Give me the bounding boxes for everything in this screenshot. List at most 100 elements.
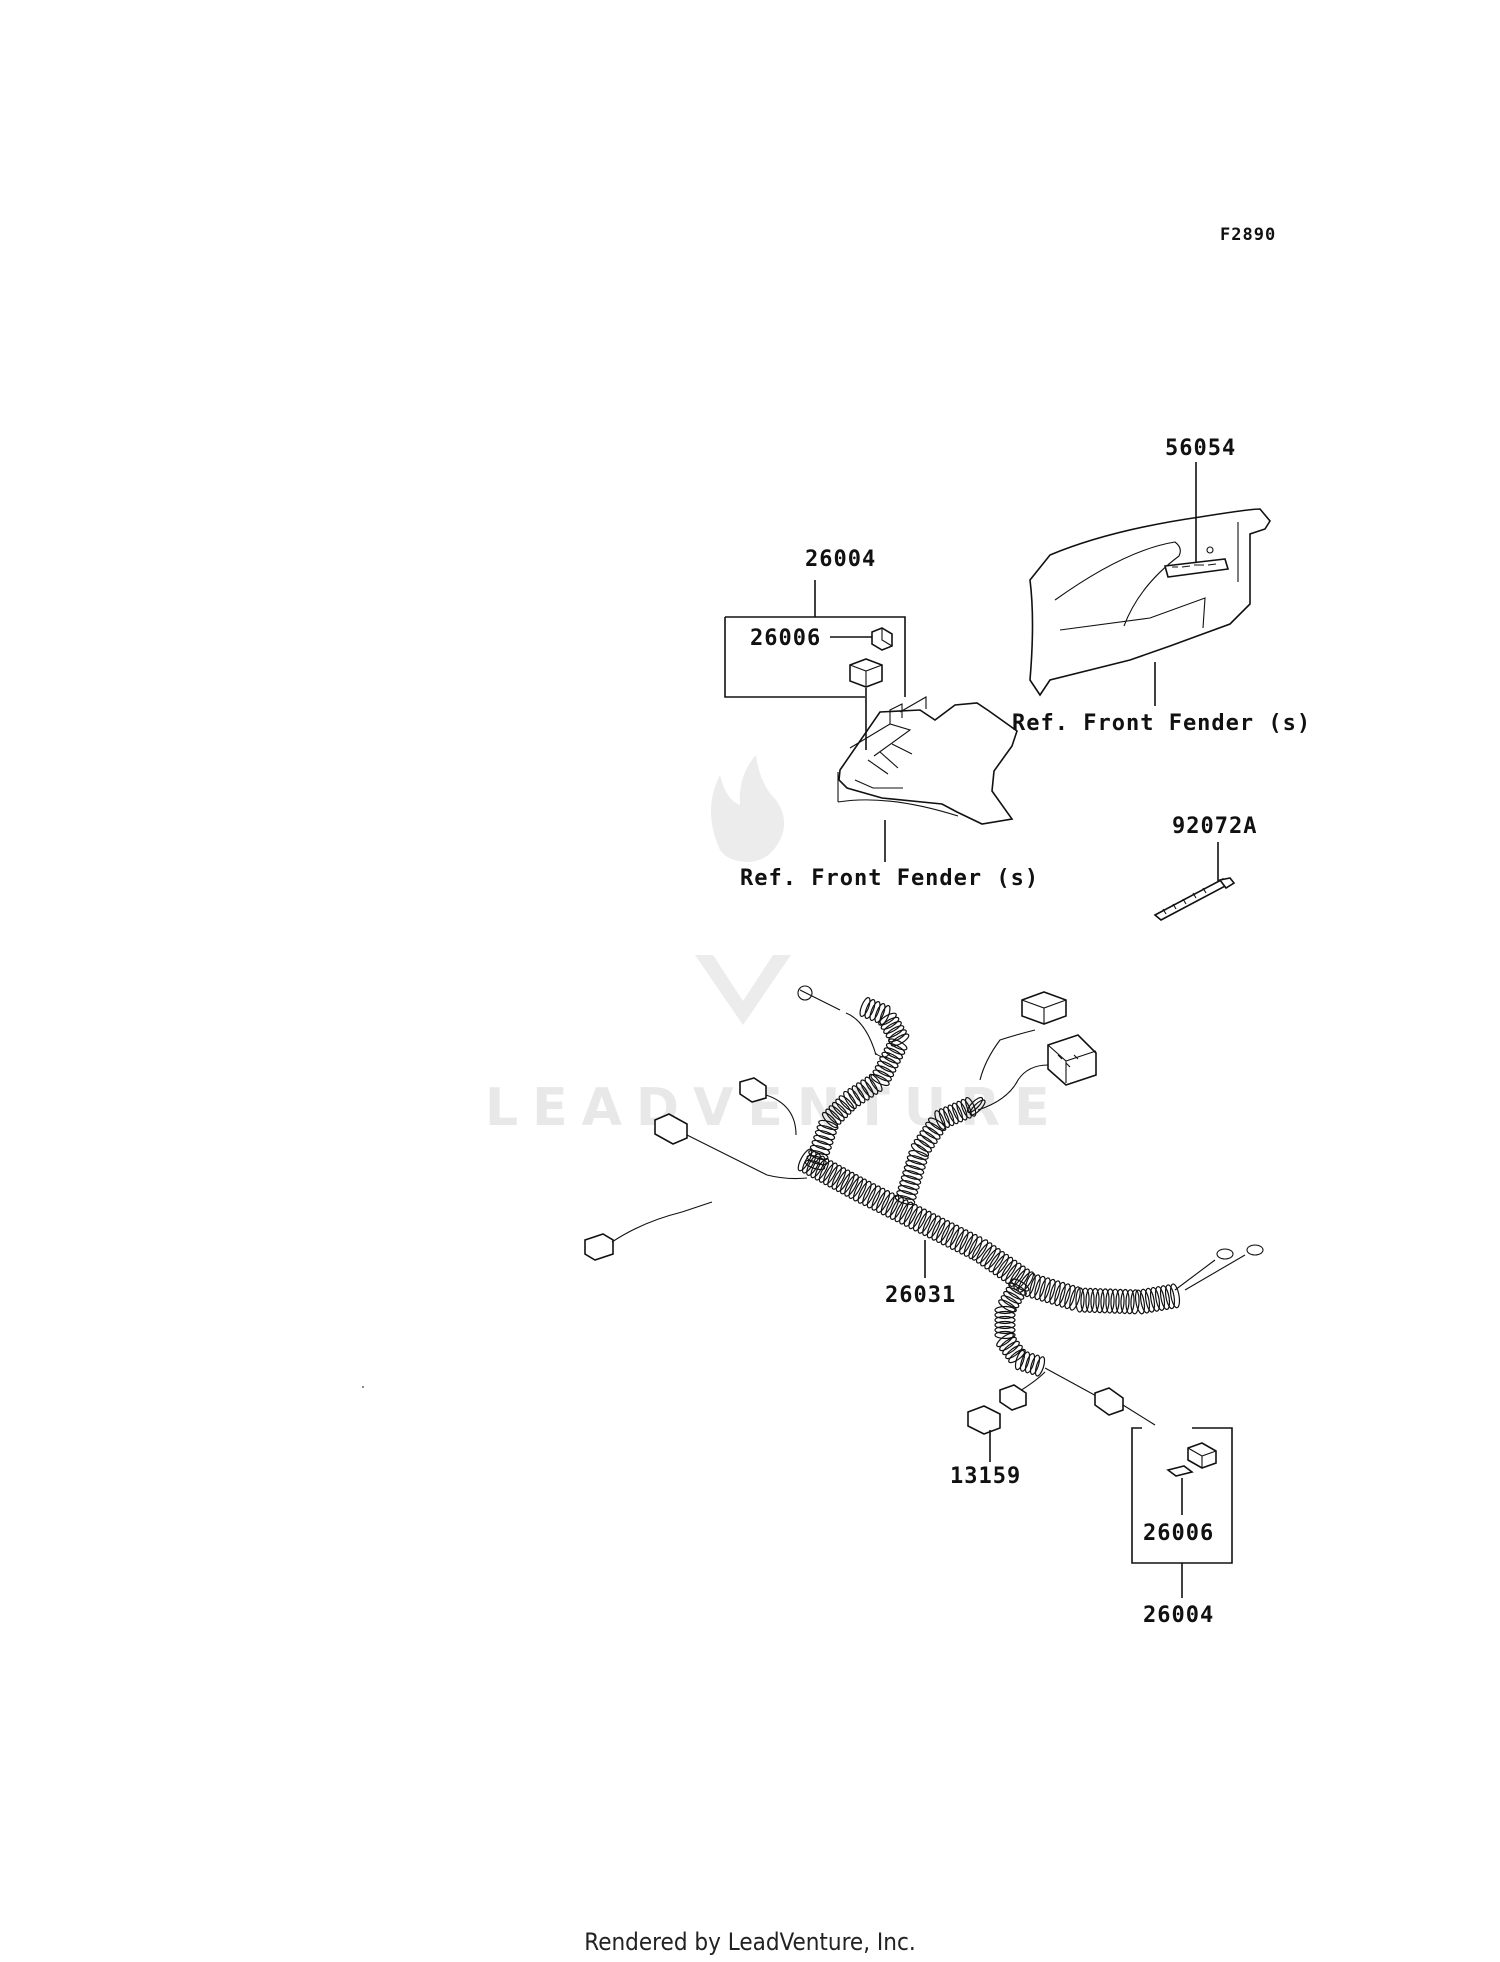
harness-coil-band — [943, 1106, 955, 1127]
harness-coil-band — [1059, 1283, 1071, 1308]
harness-coil-band — [903, 1164, 925, 1176]
harness-coil-band — [956, 1100, 968, 1121]
harness-coil-band — [814, 1129, 836, 1141]
harness-coil-band — [926, 1215, 941, 1239]
harness-coil-band — [855, 1082, 870, 1101]
harness-coil-band — [899, 1201, 914, 1225]
harness-coil-band — [831, 1101, 849, 1119]
harness-coil-band — [980, 1245, 997, 1267]
harness-coil-band — [1149, 1286, 1161, 1312]
harness-coil-band — [917, 1210, 932, 1234]
harness-coil-band — [994, 1330, 1016, 1340]
harness-coil-band — [871, 1187, 886, 1211]
harness-coil-band — [848, 1176, 864, 1199]
footer-credit: Rendered by LeadVenture, Inc. — [584, 1928, 916, 1956]
harness-coil-band — [966, 1096, 984, 1114]
harness-coil-band — [1139, 1288, 1151, 1314]
harness-coil-band — [879, 1005, 891, 1025]
label-56054: 56054 — [1165, 436, 1236, 461]
harness-coil-band — [818, 1119, 839, 1131]
harness-coil-band — [963, 1233, 978, 1257]
harness-coil-band — [864, 1076, 879, 1095]
harness-coil-band — [900, 1174, 922, 1186]
harness-coil-band — [843, 1090, 857, 1110]
harness-coil-band — [885, 1194, 900, 1218]
harness-coil-band — [971, 1239, 989, 1261]
connector-26004-top-icon — [849, 658, 883, 750]
harness-coil-band — [813, 1134, 834, 1146]
harness-coil-band — [797, 1148, 813, 1172]
harness-coil-band — [996, 1332, 1014, 1348]
harness-coil-band — [1085, 1287, 1095, 1313]
harness-coil-band — [872, 1069, 892, 1082]
harness-coil-band — [878, 1012, 897, 1026]
harness-coil-band — [988, 1250, 1005, 1273]
harness-coil-band — [903, 1203, 918, 1227]
harness-coil-band — [1100, 1288, 1110, 1314]
harness-coil-band — [994, 1320, 1016, 1330]
harness-coil-band — [876, 1190, 891, 1214]
harness-coil-band — [925, 1121, 944, 1136]
harness-coil-band — [934, 1110, 946, 1130]
harness-coil-band — [912, 1208, 928, 1232]
harness-coil-band — [940, 1222, 955, 1246]
fender-right — [1029, 508, 1271, 697]
harness-coil-band — [936, 1220, 951, 1244]
harness-coil-band — [874, 1065, 895, 1078]
harness-coil-band — [1002, 1340, 1020, 1356]
harness-coil-band — [1064, 1284, 1076, 1310]
harness-coil-band — [1164, 1284, 1176, 1310]
harness-coil-band — [969, 1099, 986, 1116]
harness-coil-band — [960, 1098, 972, 1119]
harness-coil-band — [1005, 1286, 1025, 1300]
harness-coil-band — [1134, 1289, 1146, 1315]
harness-coil-band — [880, 1016, 900, 1030]
harness-coil-band — [835, 1169, 851, 1193]
connector-26004-bottom-icon — [1187, 1442, 1217, 1469]
harness-coil-band — [959, 1231, 974, 1255]
harness-coil-band — [968, 1236, 983, 1260]
harness-coil-band — [1120, 1288, 1130, 1315]
harness-coil-band — [1024, 1353, 1036, 1374]
harness-coil-band — [839, 1171, 855, 1195]
label-26004-top: 26004 — [805, 547, 876, 572]
harness-coil-band — [998, 1299, 1017, 1313]
harness-coil-band — [994, 1325, 1016, 1335]
harness-coil-band — [1075, 1287, 1085, 1313]
harness-coil-band — [919, 1130, 938, 1145]
harness-coil-band — [852, 1178, 868, 1202]
harness-coil-band — [951, 1102, 964, 1123]
harness-coil-band — [922, 1125, 941, 1140]
watermark-text: LEADVENTURE — [485, 1078, 1064, 1138]
harness-coil-band — [1008, 1282, 1027, 1296]
label-26004-bottom: 26004 — [1143, 1603, 1214, 1628]
label-ref-left: Ref. Front Fender (s) — [740, 866, 1039, 891]
harness-coil-band — [1009, 1265, 1026, 1287]
harness-coil-band — [1003, 1290, 1022, 1305]
diagram-code: F2890 — [1220, 225, 1276, 245]
harness-coil-band — [1054, 1281, 1066, 1307]
harness-coil-band — [862, 1183, 877, 1207]
harness-coil-band — [1014, 1349, 1026, 1371]
harness-coil-band — [828, 1105, 845, 1122]
harness-coil-band — [811, 1139, 832, 1151]
harness-coil-band — [927, 1117, 947, 1132]
harness-coil-band — [910, 1143, 930, 1157]
harness-coil-band — [996, 1256, 1014, 1279]
harness-coil-band — [896, 1189, 917, 1201]
harness-coil-band — [806, 1153, 821, 1176]
harness-coil-band — [888, 1029, 907, 1043]
harness-coil-band — [916, 1134, 935, 1149]
harness-coil-band — [808, 1149, 829, 1161]
harness-coil-band — [860, 1079, 875, 1098]
harness-coil-band — [810, 1155, 826, 1179]
harness-coil-band — [876, 1060, 897, 1073]
harness-coil-band — [864, 999, 876, 1019]
harness-coil-band — [890, 1033, 910, 1047]
harness-coil-band — [984, 1248, 1001, 1270]
label-26031: 26031 — [885, 1283, 956, 1308]
harness-coil-band — [816, 1124, 837, 1136]
harness-coil-band — [1000, 1295, 1020, 1309]
harness-coil-band — [821, 1111, 839, 1129]
